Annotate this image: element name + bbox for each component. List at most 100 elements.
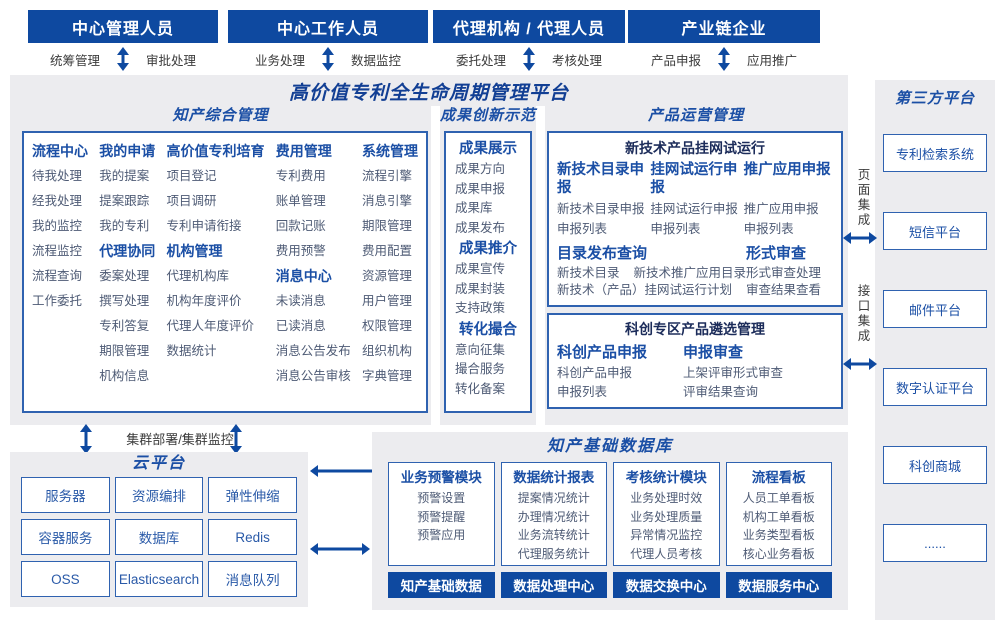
menu-item: 意向征集 xyxy=(455,342,506,357)
cloud-cell: 数据库 xyxy=(114,519,204,555)
cloud-cell: Redis xyxy=(208,519,297,555)
third-party-title: 第三方平台 xyxy=(894,90,975,107)
db-module-item: 代理人员考核 xyxy=(630,546,703,561)
menu-item: 字典管理 xyxy=(361,369,412,383)
role-action-label: 考核处理 xyxy=(552,53,603,68)
menu-item: 项目调研 xyxy=(166,194,217,208)
menu-item: 组织机构 xyxy=(361,344,412,358)
db-module-header: 流程看板 xyxy=(751,470,806,485)
database-footers: 知产基础数据数据处理中心数据交换中心数据服务中心 xyxy=(372,572,848,598)
menu-item-row: 新技术目录新技术推广应用目录 xyxy=(557,265,746,282)
menu-column: 科创产品申报科创产品申报申报列表 xyxy=(557,342,683,402)
subsection-box: 新技术产品挂网试运行 新技术目录申报新技术目录申报申报列表挂网试运行申报挂网试运… xyxy=(547,131,843,307)
menu-group-header: 成果推介 xyxy=(459,241,517,257)
module-group-box: 流程中心待我处理经我处理我的监控流程监控流程查询工作委托我的申请我的提案提案跟踪… xyxy=(22,131,428,413)
cluster-label: 集群部署/集群监控 xyxy=(126,432,234,447)
menu-group-header: 新技术目录申报 xyxy=(557,162,644,196)
integration-arrow-icon xyxy=(843,357,877,371)
section-chengguo: 成果创新示范 成果展示成果方向成果申报成果库成果发布成果推介成果宣传成果封装支持… xyxy=(440,104,536,413)
menu-group-header: 费用管理 xyxy=(275,143,332,159)
db-module-item: 机构工单看板 xyxy=(742,509,815,524)
db-module-header: 数据统计报表 xyxy=(513,470,595,485)
menu-item: 新技术（产品）挂网试运行计划 xyxy=(557,283,733,297)
db-footer-button: 数据交换中心 xyxy=(613,572,720,598)
menu-group-header: 科创产品申报 xyxy=(557,344,648,361)
section-chanpin: 产品运营管理 新技术产品挂网试运行 新技术目录申报新技术目录申报申报列表挂网试运… xyxy=(544,104,848,409)
menu-item: 权限管理 xyxy=(361,319,412,333)
menu-item: 消息公告审核 xyxy=(275,369,351,383)
menu-item: 上架评审形式审查 xyxy=(683,366,784,380)
role-header-bar: 代理机构 / 代理人员 xyxy=(433,10,625,43)
third-party-boxes: 专利检索系统短信平台邮件平台数字认证平台科创商城...... xyxy=(875,134,995,562)
subsection-columns: 新技术目录申报新技术目录申报申报列表挂网试运行申报挂网试运行申报申报列表推广应用… xyxy=(557,161,833,239)
db-module-item: 办理情况统计 xyxy=(517,509,590,524)
menu-item: 代理机构库 xyxy=(166,269,229,283)
menu-item: 成果宣传 xyxy=(455,262,506,276)
menu-item: 流程监控 xyxy=(32,244,83,258)
subsection-lower: 目录发布查询 新技术目录新技术推广应用目录 新技术（产品）挂网试运行计划 形式审… xyxy=(557,243,833,299)
menu-item: 专利答复 xyxy=(99,319,150,333)
section-divider xyxy=(431,106,440,425)
menu-column: 挂网试运行申报挂网试运行申报申报列表 xyxy=(650,161,743,239)
menu-group-header: 转化撮合 xyxy=(459,321,517,338)
role-actions: 产品申报应用推广 xyxy=(628,46,820,72)
menu-item: 项目登记 xyxy=(166,169,217,183)
section-zhichan: 知产综合管理 流程中心待我处理经我处理我的监控流程监控流程查询工作委托我的申请我… xyxy=(10,104,431,413)
db-module-item: 业务类型看板 xyxy=(742,528,815,542)
menu-item: 申报列表 xyxy=(557,222,608,236)
db-module-item: 人员工单看板 xyxy=(742,491,815,505)
menu-item: 支持政策 xyxy=(455,301,506,315)
menu-item: 评审结果查询 xyxy=(683,385,759,399)
double-arrow-icon xyxy=(717,47,731,71)
db-module-box: 数据统计报表提案情况统计办理情况统计业务流转统计代理服务统计 xyxy=(500,462,607,566)
menu-item: 消息引擎 xyxy=(361,194,412,208)
menu-item: 费用预警 xyxy=(275,244,326,258)
section-title: 知产综合管理 xyxy=(172,107,269,124)
menu-item: 成果方向 xyxy=(455,162,506,176)
menu-item: 成果库 xyxy=(455,201,493,215)
menu-group-header: 系统管理 xyxy=(361,143,418,159)
role-group: 中心工作人员业务处理数据监控 xyxy=(228,10,428,72)
menu-column: 流程中心待我处理经我处理我的监控流程监控流程查询工作委托 xyxy=(32,139,88,405)
role-action-label: 数据监控 xyxy=(351,53,402,68)
third-party-box: 科创商城 xyxy=(883,446,987,484)
menu-item: 委案处理 xyxy=(99,269,150,283)
third-party-box: 专利检索系统 xyxy=(883,134,987,172)
menu-item: 专利费用 xyxy=(275,169,326,183)
cloud-cell: Elasticsearch xyxy=(114,561,204,597)
double-arrow-icon xyxy=(116,47,130,71)
menu-column: 我的申请我的提案提案跟踪我的专利代理协同委案处理撰写处理专利答复期限管理机构信息 xyxy=(99,139,155,405)
db-module-item: 异常情况监控 xyxy=(630,528,703,542)
double-arrow-icon xyxy=(229,424,243,454)
db-module-box: 业务预警模块预警设置预警提醒预警应用 xyxy=(388,462,495,566)
menu-item: 我的监控 xyxy=(32,219,83,233)
cloud-cell: 服务器 xyxy=(21,477,110,513)
menu-item: 机构信息 xyxy=(99,369,150,383)
menu-item: 流程引擎 xyxy=(361,169,412,183)
db-module-header: 考核统计模块 xyxy=(625,470,707,485)
db-module-item: 业务处理时效 xyxy=(630,491,703,505)
menu-item: 未读消息 xyxy=(275,294,326,308)
menu-item: 期限管理 xyxy=(99,344,150,358)
database-title: 知产基础数据库 xyxy=(546,438,673,455)
menu-column: 系统管理流程引擎消息引擎期限管理费用配置资源管理用户管理权限管理组织机构字典管理 xyxy=(362,139,418,405)
menu-item: 回款记账 xyxy=(275,219,326,233)
role-action-label: 委托处理 xyxy=(455,53,506,68)
menu-item: 转化备案 xyxy=(455,381,506,396)
menu-item: 推广应用申报 xyxy=(743,202,819,216)
database-panel: 知产基础数据库 业务预警模块预警设置预警提醒预警应用数据统计报表提案情况统计办理… xyxy=(372,432,848,610)
menu-group-header: 消息中心 xyxy=(275,268,332,284)
third-party-box: 短信平台 xyxy=(883,212,987,250)
menu-item: 期限管理 xyxy=(361,219,412,233)
menu-group-header: 我的申请 xyxy=(99,143,156,159)
menu-item: 撰写处理 xyxy=(99,294,150,308)
db-footer-button: 知产基础数据 xyxy=(388,572,495,598)
menu-group-header: 成果展示 xyxy=(459,141,517,157)
double-arrow-icon xyxy=(310,542,370,556)
db-module-item: 提案情况统计 xyxy=(517,491,590,505)
menu-item: 挂网试运行申报 xyxy=(650,202,738,216)
cloud-title: 云平台 xyxy=(131,455,186,472)
db-module-item: 业务处理质量 xyxy=(630,509,703,524)
